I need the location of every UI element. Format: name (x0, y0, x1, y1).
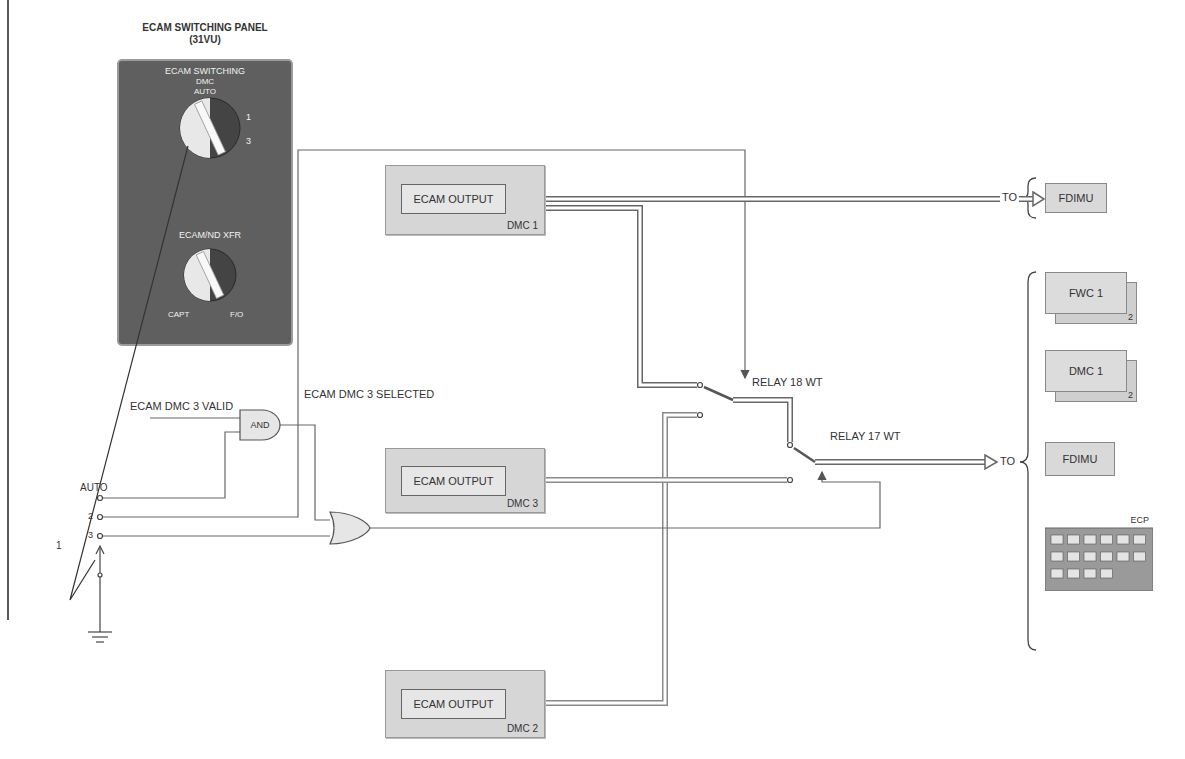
panel-marking: F/O (230, 310, 243, 319)
unit-name: DMC 3 (507, 498, 538, 510)
output-box: ECAM OUTPUT (401, 689, 506, 719)
knob (184, 249, 236, 301)
panel-title: ECAM SWITCHING PANEL (31VU) (135, 22, 275, 45)
selector-switch (96, 496, 104, 578)
unit-name: FWC 1 (1046, 273, 1126, 313)
unit-number: 2 (1128, 312, 1133, 322)
unit-box: FDIMU (1045, 183, 1107, 213)
gate-outline (240, 410, 280, 440)
switch-position: 1 (56, 540, 62, 552)
switch-position: AUTO (80, 482, 108, 494)
panel-marking: 3 (246, 136, 251, 146)
panel-marking: ECAM SWITCHING (118, 66, 292, 76)
panel-marking: CAPT (168, 310, 189, 319)
signal-name: ECAM DMC 3 VALID (130, 400, 233, 413)
data-bus-connector (506, 192, 1044, 206)
key (1068, 552, 1080, 561)
bracket (1020, 178, 1036, 650)
output-box: ECAM OUTPUT (401, 466, 506, 496)
unit-number: 2 (1128, 390, 1133, 400)
key (1051, 535, 1063, 544)
key (1101, 552, 1113, 561)
key (1101, 569, 1113, 578)
relay-arm (704, 387, 815, 462)
relay-name: RELAY 17 WT (830, 430, 901, 443)
control-panel: ECP (1045, 515, 1153, 591)
switch-position: 2 (88, 511, 93, 521)
relay-contacts (698, 383, 793, 483)
bus-arrowhead (985, 455, 997, 469)
relay-name: RELAY 18 WT (752, 376, 823, 389)
key (1051, 569, 1063, 578)
key (1084, 569, 1096, 578)
unit-name: DMC 2 (507, 723, 538, 735)
unit-name: ECAM OUTPUT (402, 467, 505, 495)
key (1134, 535, 1146, 544)
bus-inner (506, 198, 1034, 201)
arrowhead (1033, 192, 1044, 206)
panel-face (1045, 528, 1153, 591)
unit-name: FDIMU (1046, 443, 1114, 475)
knob-pointer (195, 101, 226, 155)
key (1051, 552, 1063, 561)
panel-marking: AUTO (118, 87, 292, 96)
key (1068, 535, 1080, 544)
page-border (7, 0, 9, 620)
to-label: TO (1000, 191, 1019, 204)
key (1117, 552, 1129, 561)
and-gate: AND (240, 410, 280, 440)
or-gate (330, 512, 370, 544)
unit-name: ECP (1130, 515, 1149, 525)
ecp-panel (1045, 515, 1153, 591)
knob-pointer (196, 252, 224, 299)
dmc-unit: DMC 2ECAM OUTPUT (385, 670, 545, 738)
dmc-unit: DMC 1ECAM OUTPUT (385, 165, 545, 235)
switch-position: 3 (88, 530, 93, 540)
gate-name: AND (240, 410, 280, 440)
unit-name: ECAM OUTPUT (402, 690, 505, 718)
unit-name: DMC 1 (507, 220, 538, 232)
panel-marking: 1 (246, 112, 251, 122)
unit-box: FDIMU (1045, 442, 1115, 476)
output-box: ECAM OUTPUT (401, 184, 506, 214)
unit-name: FDIMU (1046, 184, 1106, 212)
to-label: TO (1000, 455, 1015, 468)
key (1117, 535, 1129, 544)
unit-box: 2DMC 1 (1045, 350, 1137, 402)
key (1101, 535, 1113, 544)
key (1134, 552, 1146, 561)
key (1068, 569, 1080, 578)
signal-name: ECAM DMC 3 SELECTED (304, 388, 434, 401)
leader-line (70, 146, 188, 600)
unit-name: DMC 1 (1046, 351, 1126, 391)
dmc-unit: DMC 3ECAM OUTPUT (385, 448, 545, 513)
bus-outer (506, 196, 1034, 202)
panel-marking: ECAM/ND XFR (150, 230, 270, 240)
panel-marking: DMC (118, 77, 292, 86)
key (1084, 552, 1096, 561)
knob (180, 98, 240, 158)
key (1084, 535, 1096, 544)
switching-panel: ECAM SWITCHING PANEL (31VU) ECAM SWITCHIN… (110, 22, 300, 347)
ground-symbol (88, 577, 112, 642)
unit-box-front: FWC 1 (1045, 272, 1127, 314)
unit-box-front: DMC 1 (1045, 350, 1127, 392)
panel-face (118, 60, 292, 345)
unit-box: 2FWC 1 (1045, 272, 1137, 324)
unit-name: ECAM OUTPUT (402, 185, 505, 213)
